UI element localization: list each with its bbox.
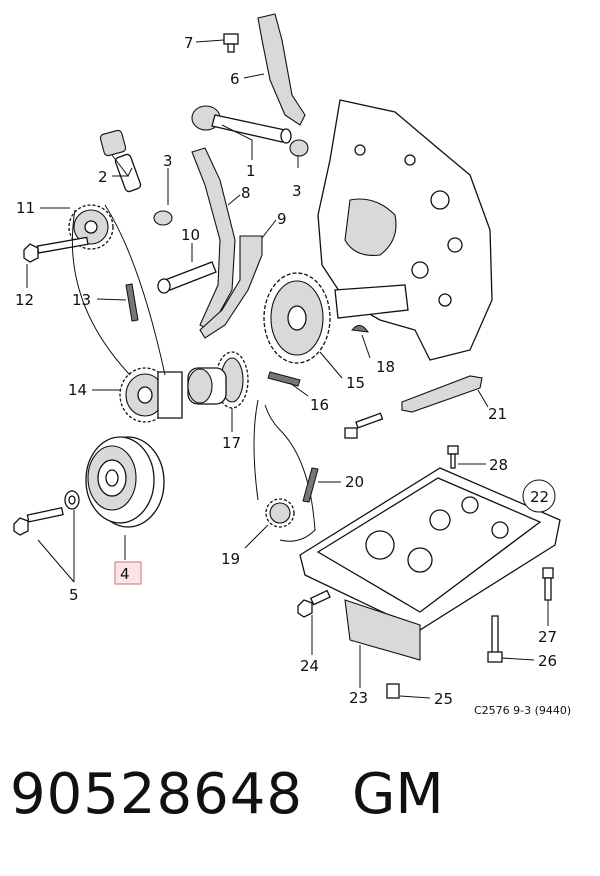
part-1-tensioner-drawing <box>191 105 292 144</box>
manufacturer: GM <box>352 762 444 827</box>
callout-28: 28 <box>489 456 508 474</box>
callout-20: 20 <box>345 473 364 491</box>
callout-3-right: 3 <box>292 182 302 200</box>
part-5-bolt-washer-drawing <box>13 490 80 536</box>
part-number: 90528648 <box>10 762 304 827</box>
callout-14: 14 <box>68 381 87 399</box>
callout-2: 2 <box>98 168 108 186</box>
exploded-parts-diagram: 7 6 1 2 3 3 8 9 10 11 12 13 14 15 16 17 … <box>13 13 571 717</box>
callout-12: 12 <box>15 291 34 309</box>
callout-5: 5 <box>69 586 79 604</box>
part-13-chain-drawing <box>125 283 139 322</box>
callout-8: 8 <box>241 184 251 202</box>
part-21-guide-drawing <box>401 375 483 413</box>
part-27-bolt-drawing <box>542 567 554 601</box>
part-6-guide-drawing <box>257 13 306 126</box>
part-10-pin-drawing <box>157 261 217 294</box>
oil-pan-assembly-drawing <box>299 467 561 661</box>
callout-7: 7 <box>184 34 194 52</box>
callout-11: 11 <box>16 199 35 217</box>
part-28-bolt-drawing <box>447 445 459 469</box>
part-17-sprocket-drawing <box>187 351 249 409</box>
callout-24: 24 <box>300 657 319 675</box>
callout-23: 23 <box>349 689 368 707</box>
callout-labels: 7 6 1 2 3 3 8 9 10 11 12 13 14 15 16 17 … <box>15 34 571 717</box>
callout-27: 27 <box>538 628 557 646</box>
part-25-plug-drawing <box>386 683 400 699</box>
part-9-rail-drawing <box>199 235 263 339</box>
callout-18: 18 <box>376 358 395 376</box>
callout-3-left: 3 <box>163 152 173 170</box>
leader-lines <box>26 39 549 699</box>
callout-4: 4 <box>120 565 130 583</box>
part-20-chain-drawing <box>302 467 319 503</box>
part-14-sprocket-drawing <box>119 367 183 423</box>
part-16-chain-drawing <box>267 371 301 387</box>
engine-block-drawing <box>317 99 493 361</box>
callout-13: 13 <box>72 291 91 309</box>
callout-22: 22 <box>530 488 549 506</box>
callout-1: 1 <box>246 162 256 180</box>
part-3-seal-right-drawing <box>289 139 309 157</box>
part-26-bolt-drawing <box>487 615 503 663</box>
callout-10: 10 <box>181 226 200 244</box>
callout-21: 21 <box>488 405 507 423</box>
part-4-pulley-drawing <box>85 436 165 528</box>
callout-19: 19 <box>221 550 240 568</box>
part-18-key-drawing <box>351 325 370 333</box>
part-21-bolt-drawing <box>344 412 384 439</box>
callout-15: 15 <box>346 374 365 392</box>
part-22-circle <box>522 479 556 513</box>
figure-reference: C2576 9-3 (9440) <box>474 704 571 717</box>
part-3-seal-left-drawing <box>153 210 173 226</box>
part-24-bolt-drawing <box>297 589 331 618</box>
part-15-sprocket-drawing <box>263 272 331 364</box>
part-4-highlight-box <box>114 561 142 585</box>
part-7-bolt-drawing <box>223 33 239 53</box>
part-19-sprocket-drawing <box>265 498 295 528</box>
callout-9: 9 <box>277 210 287 228</box>
part-12-bolt-drawing <box>23 236 89 263</box>
callout-26: 26 <box>538 652 557 670</box>
callout-6: 6 <box>230 70 240 88</box>
callout-16: 16 <box>310 396 329 414</box>
callout-17: 17 <box>222 434 241 452</box>
callout-25: 25 <box>434 690 453 708</box>
